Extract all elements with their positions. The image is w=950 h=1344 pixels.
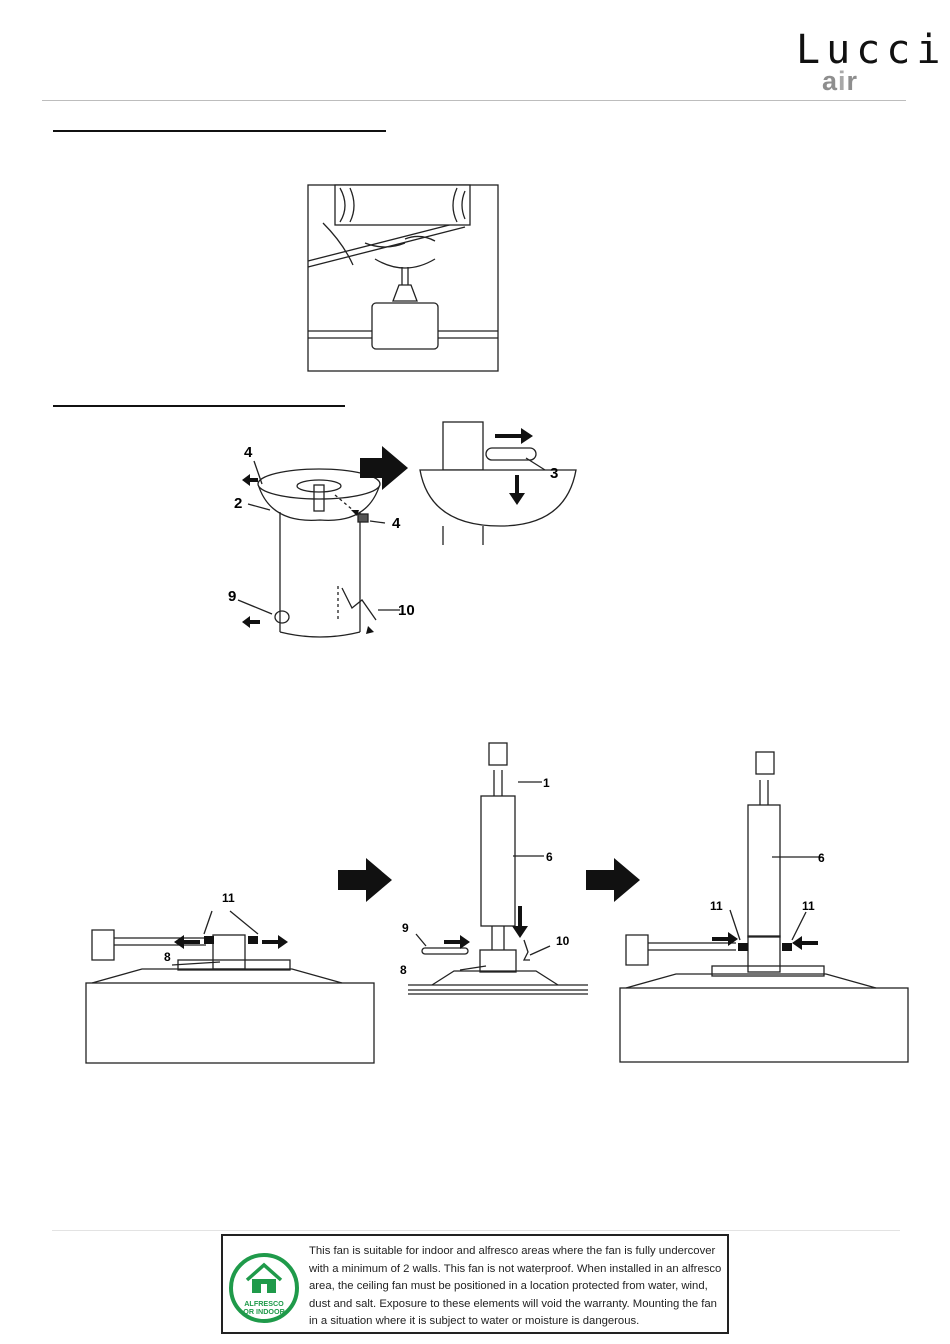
brand-logo-air: air — [822, 66, 858, 96]
alfresco-notice-text: This fan is suitable for indoor and alfr… — [309, 1245, 722, 1328]
fig2-callout-2: 2 — [234, 495, 242, 512]
fig2-callout-9: 9 — [228, 588, 236, 605]
alfresco-notice-box: ALFRESCO OR INDOOR This fan is suitable … — [221, 1234, 729, 1334]
header-rule — [42, 100, 906, 101]
fig3-right-callout-11b: 11 — [802, 899, 815, 913]
fig3-left-callout-8: 8 — [164, 950, 171, 964]
fig2-callout-4b: 4 — [392, 515, 401, 532]
downrod-ball-figure: 4 2 4 9 10 3 — [228, 421, 577, 638]
alfresco-or-indoor-badge: ALFRESCO OR INDOOR — [229, 1253, 299, 1323]
fig3-mid-callout-9: 9 — [402, 921, 409, 935]
house-icon — [245, 1262, 283, 1282]
section-1-heading-line — [53, 130, 386, 132]
fig2-callout-10: 10 — [398, 602, 415, 619]
sloped-ceiling-figure — [307, 184, 499, 372]
fig3-right-callout-11a: 11 — [710, 899, 723, 913]
brand-air-i: i — [838, 66, 847, 96]
badge-line-1: ALFRESCO — [244, 1299, 284, 1308]
brand-air-r: r — [846, 66, 859, 96]
badge-line-2: OR INDOOR — [243, 1307, 285, 1316]
fig2-callout-4a: 4 — [244, 444, 253, 461]
fig3-mid-callout-8: 8 — [400, 963, 407, 977]
fig2-callout-3: 3 — [550, 465, 558, 482]
fig3-left-callout-11: 11 — [222, 891, 235, 905]
footer-rule — [52, 1230, 900, 1231]
fig3-mid-callout-1: 1 — [543, 776, 550, 790]
assembly-steps-figure: 11 8 1 6 9 10 8 6 11 11 — [85, 742, 909, 1064]
fig3-mid-callout-6: 6 — [546, 850, 553, 864]
brand-air-a: a — [822, 66, 839, 96]
section-2-heading-line — [53, 405, 345, 407]
fig3-right-callout-6: 6 — [818, 851, 825, 865]
fig3-mid-callout-10: 10 — [556, 934, 570, 948]
brand-logo-lucci: Lucci — [796, 27, 947, 73]
